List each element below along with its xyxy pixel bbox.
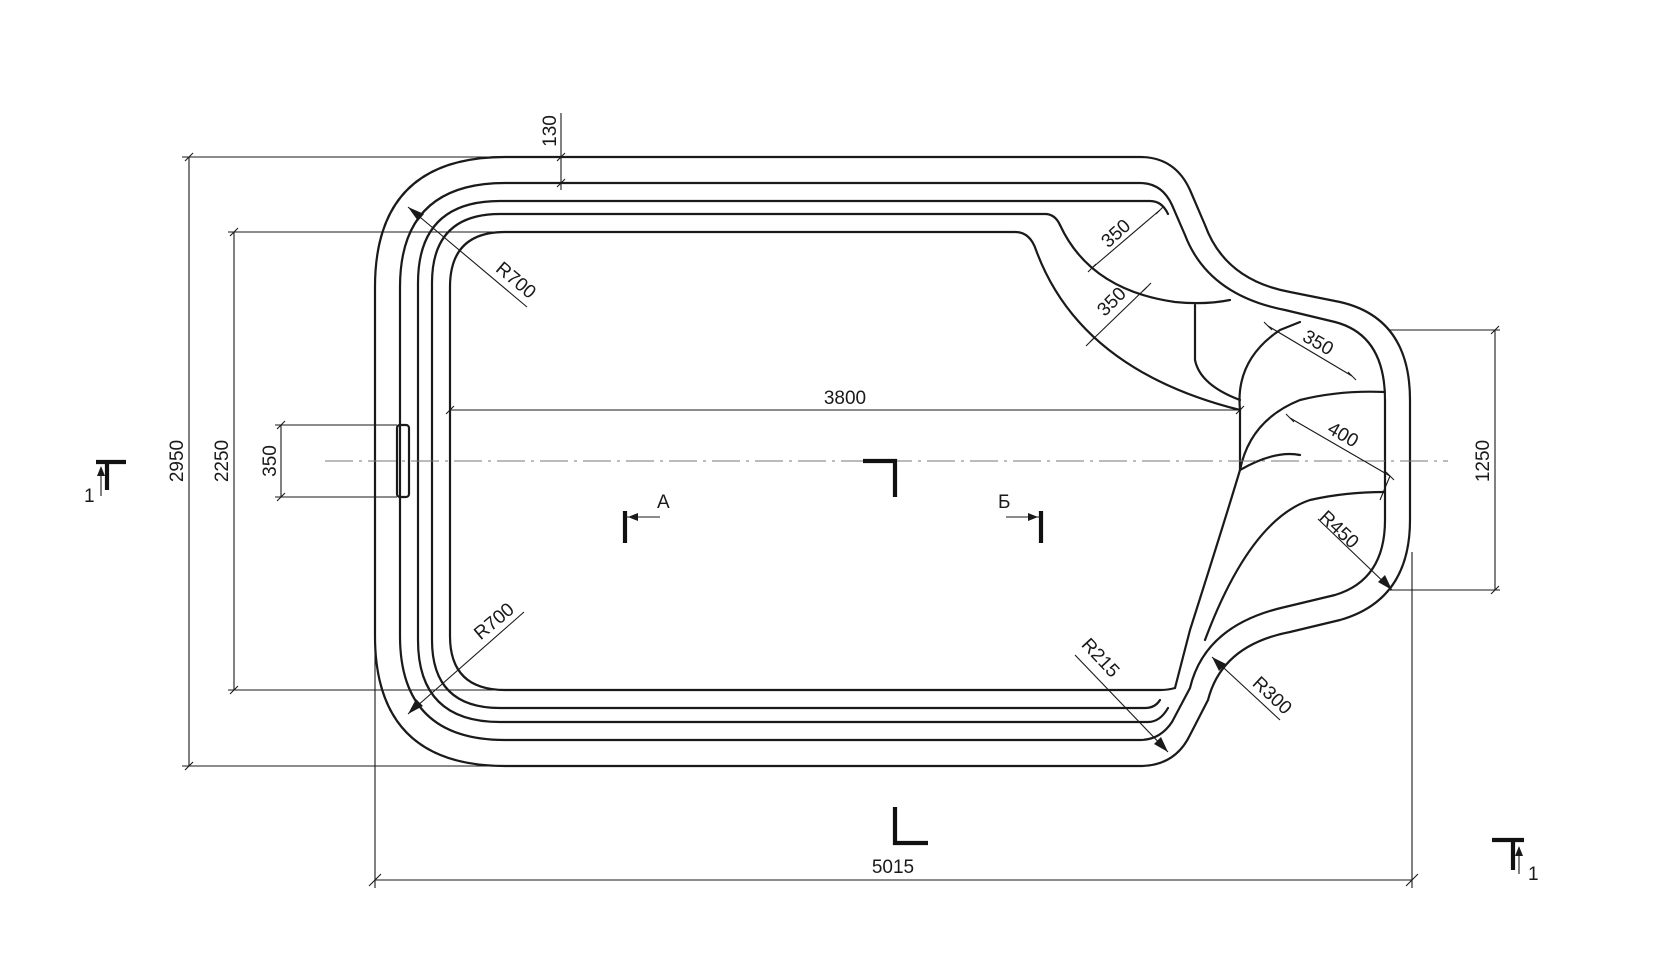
dimensions: 5015 3800 2950 2250 350 130 xyxy=(167,113,1500,888)
section-1-left-label: 1 xyxy=(84,486,95,507)
dim-rim-offset: 130 xyxy=(540,115,561,147)
section-1-left-mark xyxy=(96,459,126,490)
upper-step-arc-1 xyxy=(1058,223,1232,305)
radius-top-left: R700 xyxy=(491,258,539,303)
second-rim xyxy=(398,181,1387,742)
seat-curve-5 xyxy=(1238,452,1302,472)
ladder-slot xyxy=(395,423,411,499)
section-b-label: Б xyxy=(998,492,1010,513)
seat-curve-2 xyxy=(1238,390,1387,472)
radius-leaders: R700 R700 R450 R300 R215 xyxy=(407,206,1393,753)
dim-ladder-width: 350 xyxy=(260,445,281,477)
dim-inner-length: 3800 xyxy=(824,388,866,409)
dim-bay-width: 1250 xyxy=(1473,440,1494,482)
seat-curve-1 xyxy=(1238,320,1302,412)
radius-neck-inner: R215 xyxy=(1077,634,1123,682)
dim-total-width: 2950 xyxy=(167,440,188,482)
dim-step-right: 350 xyxy=(1299,326,1337,360)
section-1-right-label: 1 xyxy=(1528,864,1539,885)
section-1-right-mark xyxy=(1492,837,1524,870)
section-a-label: А xyxy=(657,492,670,513)
section-mark-top xyxy=(863,458,898,497)
inner-basin xyxy=(448,230,1242,692)
pool-outline xyxy=(373,155,1412,768)
fourth-line xyxy=(430,212,1162,710)
dim-inner-width: 2250 xyxy=(212,440,233,482)
upper-step-riser xyxy=(1193,303,1242,402)
dim-step-upper-1: 350 xyxy=(1098,216,1136,253)
section-markers: 1 1 А Б xyxy=(84,458,1539,885)
seat-curve-4 xyxy=(1203,490,1387,642)
radius-bay: R450 xyxy=(1315,507,1363,553)
section-mark-bottom xyxy=(892,807,928,846)
dim-total-length: 5015 xyxy=(872,857,914,878)
third-line xyxy=(416,199,1170,724)
seat-curve-3 xyxy=(1173,468,1242,690)
dim-step-right-wide: 400 xyxy=(1324,418,1362,452)
